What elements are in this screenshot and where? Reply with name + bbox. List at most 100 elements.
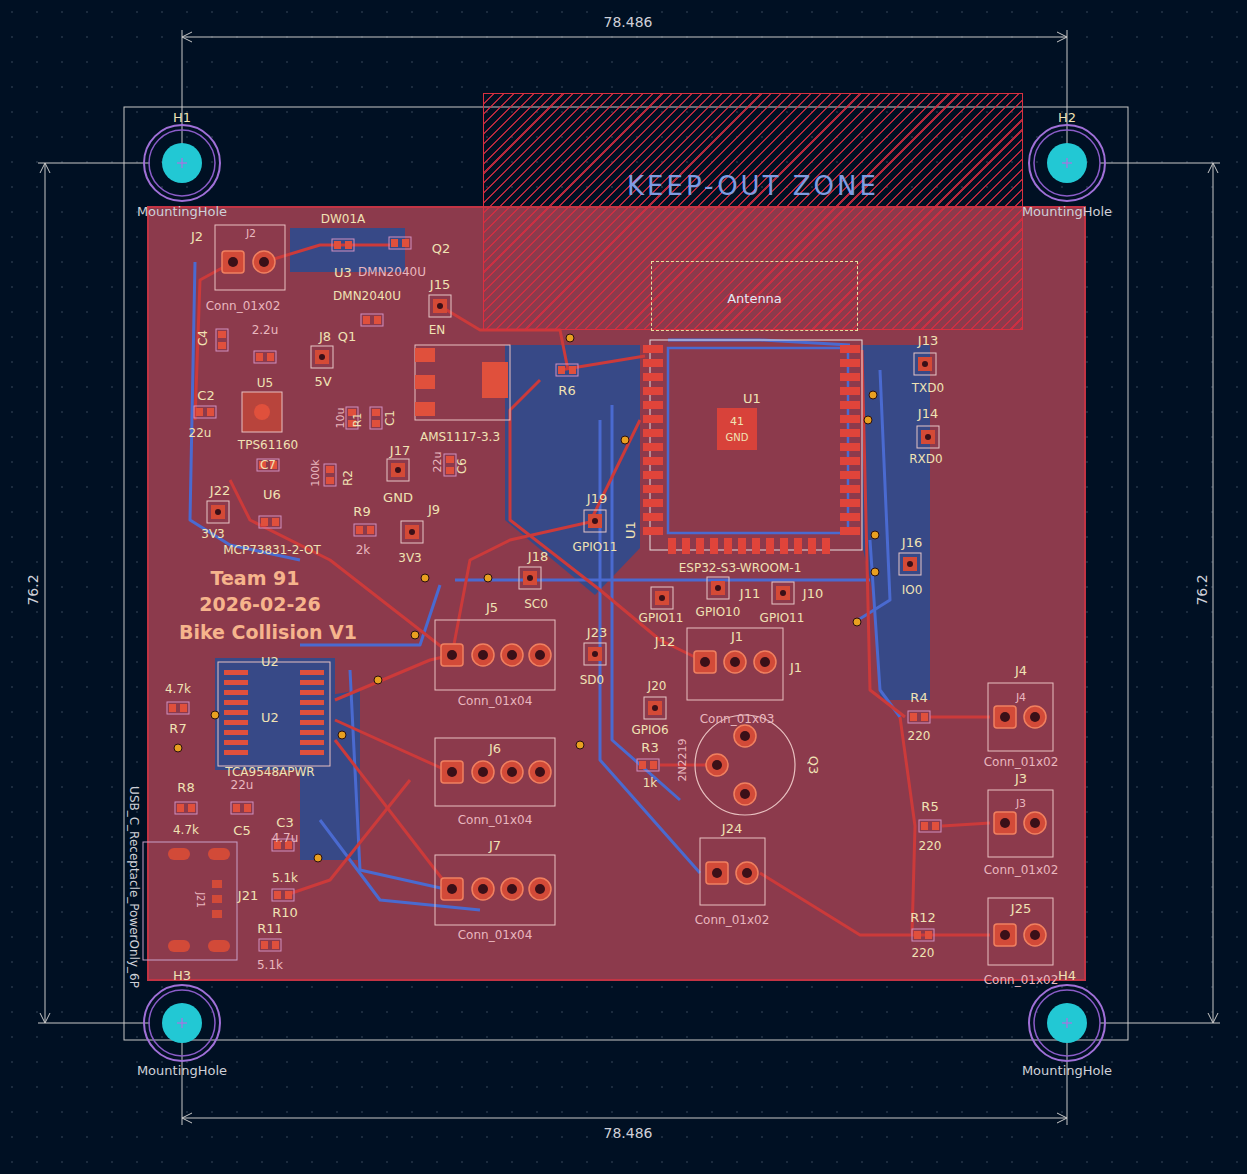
silkscreen-label: J4 (1015, 664, 1027, 677)
back-traces (600, 420, 700, 873)
smd-parts (919, 820, 941, 832)
silkscreen-label: J2 (246, 228, 256, 239)
silkscreen-label: 2N2219 (677, 738, 688, 781)
silkscreen-label: DW01A (321, 213, 366, 225)
ic-packages (224, 670, 248, 675)
esp32-module (668, 348, 848, 533)
back-traces (190, 262, 900, 910)
silkscreen-label: GPIO6 (631, 724, 668, 736)
test-points (917, 426, 939, 448)
silkscreen-label: Q3 (807, 756, 820, 775)
silkscreen-label: 4.7k (173, 824, 199, 836)
smd-parts (167, 237, 941, 951)
test-points (772, 582, 794, 604)
smd-parts (354, 524, 376, 536)
smd-parts (257, 459, 279, 471)
connector-pads (1024, 706, 1046, 728)
smd-parts (361, 314, 383, 326)
esp32-module (840, 359, 860, 367)
esp32-module (840, 415, 860, 423)
test-points (914, 353, 936, 375)
silkscreen-label: 10u (335, 408, 346, 429)
silkscreen-label: 78.486 (604, 15, 653, 29)
esp32-module (696, 538, 704, 554)
connectors (988, 790, 1053, 857)
mounting-holes (144, 985, 220, 1061)
smd-parts (556, 364, 578, 376)
vias (864, 416, 872, 424)
silkscreen-label: R1 (352, 413, 363, 428)
esp32-module (766, 538, 774, 554)
silkscreen-label: DMN2040U (333, 290, 401, 302)
esp32-module (643, 415, 663, 423)
dimension-lines (1100, 1023, 1220, 1024)
silkscreen-label: J15 (430, 278, 450, 291)
silkscreen-label: Conn_01x02 (695, 914, 770, 926)
silkscreen-label: RXD0 (909, 453, 942, 465)
ic-packages (224, 730, 248, 735)
silkscreen-label: H2 (1058, 111, 1076, 124)
connectors (687, 628, 783, 700)
vias (338, 731, 346, 739)
connector-pads (253, 251, 275, 273)
connector-pads (529, 878, 551, 900)
front-traces (942, 823, 990, 826)
connector-pads (994, 706, 1016, 728)
zone-label: KEEP-OUT ZONE (627, 172, 879, 201)
silkscreen-label: GPIO10 (696, 606, 741, 618)
smd-parts (259, 516, 281, 528)
silkscreen-label: R3 (641, 741, 658, 754)
silkscreen-label: MCP73831-2-OT (223, 544, 321, 556)
silkscreen-label: 3V3 (398, 552, 421, 564)
ic-packages (224, 700, 248, 705)
smd-parts (912, 929, 934, 941)
esp32-module (808, 538, 816, 554)
silkscreen-label: R9 (353, 505, 370, 518)
silkscreen-label: C2 (197, 389, 214, 402)
vias (174, 744, 182, 752)
esp32-module (643, 345, 860, 554)
connectors (700, 838, 765, 905)
dimension-lines (1057, 32, 1067, 42)
vias (621, 436, 629, 444)
connector-pads (736, 862, 758, 884)
vias (211, 711, 219, 719)
silkscreen-label: J8 (319, 330, 331, 343)
ic-packages (300, 690, 324, 695)
dimension-lines (1057, 1113, 1067, 1123)
silkscreen-label: R4 (910, 691, 927, 704)
connectors (435, 855, 555, 925)
silkscreen-label: J4 (1016, 692, 1026, 703)
esp32-module (643, 373, 663, 381)
silkscreen-label: H4 (1058, 969, 1076, 982)
silkscreen-label: J9 (428, 503, 440, 516)
mounting-holes (1029, 985, 1105, 1061)
esp32-module (717, 408, 757, 450)
usb-pads (168, 848, 190, 860)
usb-pads (212, 895, 222, 903)
esp32-module (738, 538, 746, 554)
silkscreen-label: 220 (919, 840, 942, 852)
ic-packages (224, 690, 248, 695)
connector-pads (529, 761, 551, 783)
esp32-module (643, 471, 663, 479)
usb-pads (208, 940, 230, 952)
vias (484, 574, 492, 582)
ic-packages (224, 680, 248, 685)
silkscreen-label: J21 (195, 892, 205, 908)
dimension-lines (1100, 163, 1220, 164)
vias (566, 334, 574, 342)
ic-packages (300, 680, 324, 685)
silkscreen-label: R12 (910, 911, 936, 924)
silkscreen-label: MountingHole (1022, 1064, 1112, 1077)
silkscreen-label: R11 (257, 922, 283, 935)
silkscreen-label: J3 (1015, 772, 1027, 785)
silkscreen-label: J2 (191, 230, 203, 243)
back-traces (320, 820, 480, 910)
ic-packages (224, 670, 324, 755)
mounting-holes (144, 125, 220, 201)
ic-packages (300, 750, 324, 755)
smd-parts (908, 711, 930, 723)
usb-pads (208, 848, 230, 860)
